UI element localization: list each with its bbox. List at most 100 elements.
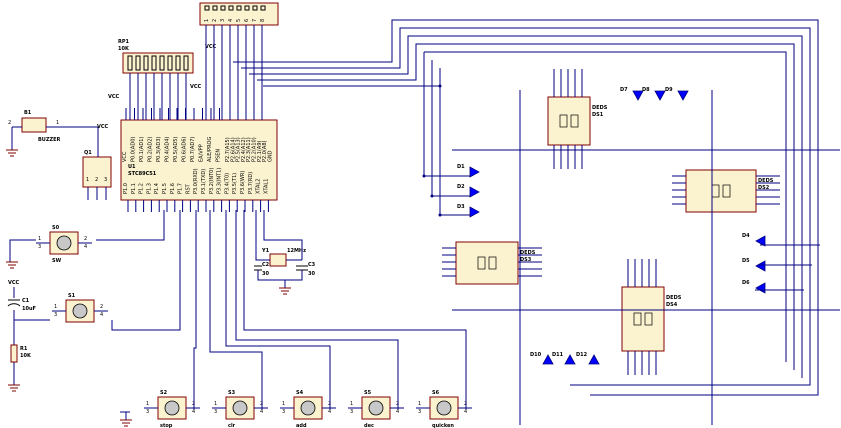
led-d8: D8 [642, 87, 666, 101]
mcu-pin-left: ALE/PROG [207, 137, 213, 162]
cap-c2-value: 30 [262, 271, 269, 277]
led-ref: D7 [620, 87, 628, 93]
mcu-part: STC89C51 [128, 171, 157, 177]
mcu-pin-left: PSEN [216, 149, 222, 162]
switch-pin: 3 [350, 409, 353, 415]
mcu-pin-left: P0.4(AD4) [165, 137, 171, 162]
display-body [547, 96, 591, 146]
buzzer-pin-1: 1 [56, 120, 59, 126]
switch-pin: 3 [214, 409, 217, 415]
led-diode-icon [588, 354, 600, 365]
mcu-pin-bottom: P1.4 [154, 183, 160, 194]
led-ref: D10 [530, 352, 542, 358]
switch-pin: 4 [192, 409, 195, 415]
led-diode-icon [654, 90, 666, 101]
mcu-pin-bottom: XTAL1 [263, 179, 269, 194]
led-d3: D3 [457, 204, 480, 218]
switch-pin: 3 [54, 312, 57, 318]
header-pin-label: 4 [228, 19, 234, 22]
transistor-pin-3: 3 [104, 177, 107, 183]
mcu-pin-bottom: P3.2(INT0) [209, 168, 215, 194]
rp-resistor [159, 55, 165, 71]
header-pin-label: 7 [252, 19, 258, 22]
crystal-ref: Y1 [261, 248, 270, 254]
led-d5: D5 [742, 258, 766, 272]
mcu-pin-left: EA/VPP [199, 144, 205, 162]
mcu-pin-right: GND [267, 150, 273, 162]
mcu-pin-bottom: XTAL2 [256, 179, 262, 194]
display-label: DEDS [758, 178, 774, 184]
resistor-network-value: 10K [118, 46, 130, 52]
mcu-pin-bottom: P3.5(T1) [232, 173, 238, 194]
led-d10: D10 [530, 352, 554, 365]
rp-resistor [135, 55, 141, 71]
segment-digit-icon [722, 184, 731, 198]
mcu-pin-bottom: P3.1(TXD) [201, 169, 207, 194]
segment-digit-icon [633, 312, 642, 326]
switch-pin: 4 [464, 409, 467, 415]
mcu-vcc-label: VCC [108, 94, 120, 100]
transistor-ref: Q1 [84, 150, 92, 156]
mcu-pin-bottom: RST [185, 183, 191, 194]
rp-resistor [183, 55, 189, 71]
display-label: DEDS [592, 105, 608, 111]
bus-wires [129, 19, 840, 425]
push-switches: S0SW1324S11324S2stop1324S3clr1324S4add13… [36, 225, 472, 428]
resistor-network: RP1 10K VCC [118, 39, 202, 90]
led-d12: D12 [576, 352, 600, 365]
mcu-pin-bottom: P3.0(RXD) [193, 168, 199, 194]
resistor-network-ref: RP1 [118, 39, 130, 45]
switch-button-icon [368, 400, 384, 416]
led-d1: D1 [457, 164, 480, 178]
switch-ref: S5 [364, 390, 372, 396]
mcu-pin-bottom: P1.5 [162, 183, 168, 194]
switch-pin: 4 [260, 409, 263, 415]
led-diode-icon [677, 90, 689, 101]
segment-digit-icon [570, 114, 579, 128]
switch-button-icon [72, 303, 88, 319]
header-pin [204, 5, 210, 11]
switch-ref: S2 [160, 390, 168, 396]
header-pin [252, 5, 258, 11]
switch-pin: 4 [328, 409, 331, 415]
display-ref: DS1 [592, 112, 604, 118]
header-pin [228, 5, 234, 11]
switch-label: add [296, 423, 307, 428]
display-body [685, 169, 757, 213]
buzzer-ref: B1 [24, 110, 32, 116]
header-pin-label: 6 [244, 19, 250, 22]
switch-pin: 1 [282, 401, 285, 407]
led-d4: D4 [742, 233, 766, 247]
switch-pin: 3 [146, 409, 149, 415]
led-ref: D6 [742, 280, 750, 286]
led-ref: D9 [665, 87, 673, 93]
led-d7: D7 [620, 87, 644, 101]
mcu-pin-left: P0.6(AD6) [182, 137, 188, 162]
rp-resistor [151, 55, 157, 71]
segment-digit-icon [477, 256, 486, 270]
cap-c2-ref: C2 [262, 262, 270, 268]
led-diode-icon [469, 206, 480, 218]
mcu-pin-bottom: P1.3 [146, 183, 152, 194]
led-ref: D4 [742, 233, 750, 239]
switch-label: SW [52, 258, 62, 264]
mcu-pin-bottom: P3.6(WR) [240, 171, 246, 194]
display-body [455, 241, 519, 285]
buzzer: B1 BUZZER 2 1 [6, 110, 98, 157]
buzzer-pin-2: 2 [8, 120, 11, 126]
rp-resistor [127, 55, 133, 71]
switch-label: dec [364, 423, 374, 428]
rp-resistor [143, 55, 149, 71]
